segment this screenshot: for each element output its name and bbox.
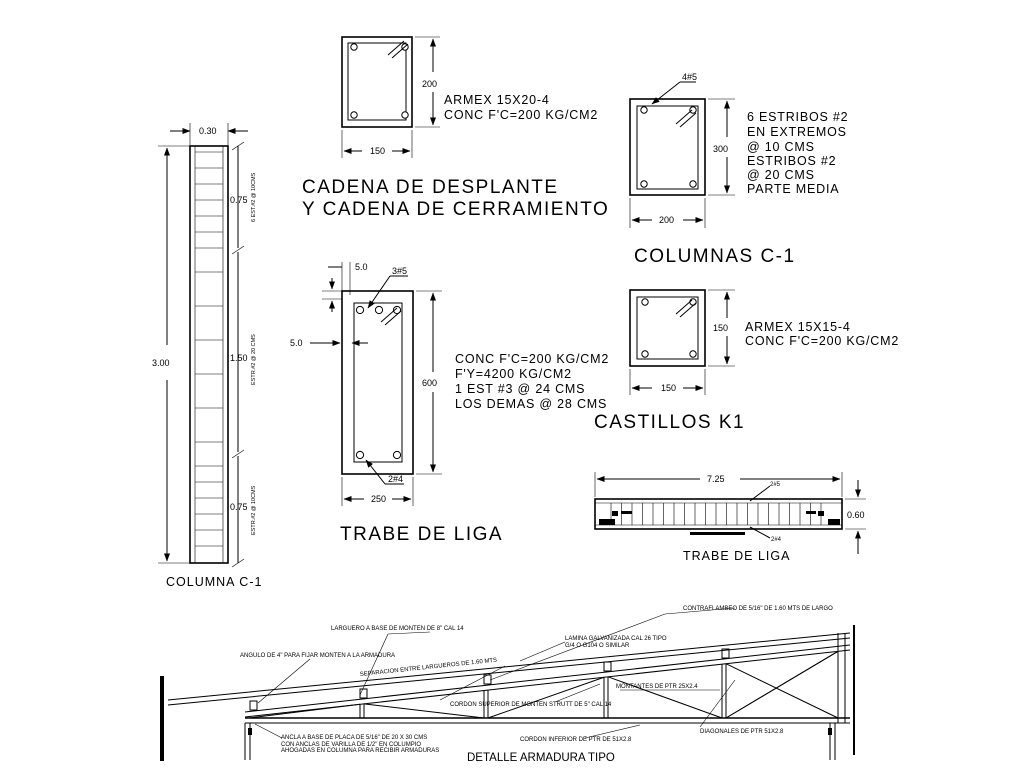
- trabe-elev-height-label: 0.60: [847, 510, 865, 520]
- column-outline: [189, 145, 229, 564]
- cadena-spec-1: ARMEX 15X20-4: [444, 93, 550, 107]
- column-elevation: 0.30 3.00 0.75 1.50 0.75 6 EST.#2 @ 10CM…: [152, 123, 262, 589]
- trabe-top-rebar-label: 3#5: [392, 266, 407, 276]
- note-lamina-1: LAMINA GALVANIZADA CAL 26 TIPO: [565, 636, 667, 642]
- cadena-title-2: Y CADENA DE CERRAMIENTO: [302, 199, 609, 220]
- trabe-title: TRABE DE LIGA: [340, 524, 503, 545]
- note-angulo: ANGULO DE 4" PARA FIJAR MONTEN A LA ARMA…: [240, 653, 395, 659]
- castillos-section: 150 150 ARMEX 15X15-4 CONC F'C=200 KG/CM…: [594, 289, 899, 433]
- note-diagonales: DIAGONALES DE PTR 51X2.8: [700, 729, 784, 735]
- columnas-title: COLUMNAS C-1: [634, 246, 796, 267]
- beam-stirrups: [610, 503, 822, 525]
- note-lamina-2: G/4 O G104 O SIMILAR: [565, 643, 630, 649]
- trabe-elevation: 7.25 2#5 2#4 0.60 TRABE DE LIGA: [594, 472, 866, 563]
- column-stirrups: [195, 151, 223, 547]
- column-top-zone-note: 6 EST.#2 @ 10CMS: [251, 172, 257, 222]
- note-ancla-2: CON ANCLAS DE VARILLA DE 1/2" EN COLUMPI…: [281, 742, 421, 748]
- trabe-spec-2: F'Y=4200 KG/CM2: [455, 367, 572, 381]
- castillos-spec-2: CONC F'C=200 KG/CM2: [745, 334, 899, 348]
- columnas-rebar-label: 4#5: [682, 72, 697, 82]
- truss-diagonal: [725, 650, 839, 719]
- cadena-outline: [341, 36, 413, 128]
- castillos-width-label: 150: [661, 383, 676, 393]
- note-contraflambeo: CONTRAFLAMBEO DE 5/16" DE 1.60 MTS DE LA…: [683, 606, 833, 612]
- columnas-outline: [629, 98, 706, 196]
- trabe-spec-1: CONC F'C=200 KG/CM2: [455, 352, 609, 366]
- columnas-section: 4#5 300 200 6 ESTRIBOS #2 EN EXTREMOS @ …: [629, 72, 848, 267]
- columnas-spec-3: @ 10 CMS: [747, 140, 815, 154]
- trabe-elev-title: TRABE DE LIGA: [683, 549, 790, 563]
- trabe-cover-top-label: 5.0: [355, 262, 368, 272]
- column-width-label: 0.30: [199, 126, 217, 136]
- trabe-spec-3: 1 EST #3 @ 24 CMS: [455, 382, 585, 396]
- column-mid-zone-note: ESTR.#2 @ 20 CMS: [251, 334, 257, 385]
- castillos-outline: [629, 289, 706, 367]
- columnas-spec-6: PARTE MEDIA: [747, 182, 839, 196]
- note-cordon-inf: CORDON INFERIOR DE PTR DE 51X2.8: [520, 737, 632, 743]
- trabe-cover-side-label: 5.0: [290, 338, 303, 348]
- cadena-title-1: CADENA DE DESPLANTE: [302, 177, 559, 198]
- trabe-spec-4: LOS DEMAS @ 28 CMS: [455, 397, 607, 411]
- cadena-section: 200 150 ARMEX 15X20-4 CONC F'C=200 KG/CM…: [302, 36, 609, 220]
- columnas-spec-1: 6 ESTRIBOS #2: [747, 110, 848, 124]
- truss-diagonal: [487, 676, 605, 719]
- truss-diagonal: [607, 676, 723, 719]
- castillos-title: CASTILLOS K1: [594, 412, 745, 433]
- column-bot-zone-label: 0.75: [230, 502, 248, 512]
- columnas-width-label: 200: [659, 215, 674, 225]
- trabe-height-label: 600: [422, 378, 437, 388]
- truss-diagonal: [363, 703, 485, 719]
- columnas-height-label: 300: [713, 144, 728, 154]
- trabe-elev-bottom-bar-label: 2#4: [771, 537, 782, 543]
- column-top-zone-label: 0.75: [230, 195, 248, 205]
- armadura-title: DETALLE ARMADURA TIPO: [467, 752, 615, 764]
- columnas-spec-2: EN EXTREMOS: [747, 125, 847, 139]
- note-larguero: LARGUERO A BASE DE MONTEN DE 8" CAL 14: [331, 626, 464, 632]
- note-ancla-1: ANCLA A BASE DE PLACA DE 5/16" DE 20 X 3…: [281, 735, 427, 741]
- trabe-section: 5.0 5.0 3#5 2#4 600 250: [290, 262, 609, 545]
- columnas-spec-4: ESTRIBOS #2: [747, 154, 836, 168]
- cadena-height-label: 200: [422, 79, 437, 89]
- truss-diagonal: [248, 703, 361, 719]
- column-height-label: 3.00: [152, 358, 170, 368]
- trabe-elev-outline: [594, 498, 843, 530]
- note-cordon-sup: CORDON SUPERIOR DE MONTEN STRUTT DE 5" C…: [450, 702, 612, 708]
- armadura-detail: CONTRAFLAMBEO DE 5/16" DE 1.60 MTS DE LA…: [160, 606, 855, 764]
- truss-web: [248, 650, 839, 719]
- column-mid-zone-label: 1.50: [230, 353, 248, 363]
- column-bot-zone-note: ESTR.#2 @ 10CMS: [251, 485, 257, 535]
- trabe-elev-length-label: 7.25: [707, 474, 725, 484]
- truss-diagonal: [725, 663, 839, 719]
- cadena-spec-2: CONC F'C=200 KG/CM2: [444, 108, 598, 122]
- castillos-spec-1: ARMEX 15X15-4: [745, 320, 851, 334]
- castillos-height-label: 150: [713, 323, 728, 333]
- column-title: COLUMNA C-1: [166, 575, 262, 589]
- trabe-elev-top-bar-label: 2#5: [770, 482, 781, 488]
- note-ancla-3: AHOGADAS EN COLUMNA PARA RECIBIR ARMADUR…: [281, 748, 439, 754]
- note-montantes: MONTANTES DE PTR 25X2.4: [616, 684, 698, 690]
- cadena-width-label: 150: [370, 146, 385, 156]
- columnas-spec-5: @ 20 CMS: [747, 168, 815, 182]
- trabe-width-label: 250: [371, 494, 386, 504]
- columnas-spec-block: 6 ESTRIBOS #2 EN EXTREMOS @ 10 CMS ESTRI…: [747, 110, 848, 196]
- trabe-bottom-rebar-label: 2#4: [388, 474, 403, 484]
